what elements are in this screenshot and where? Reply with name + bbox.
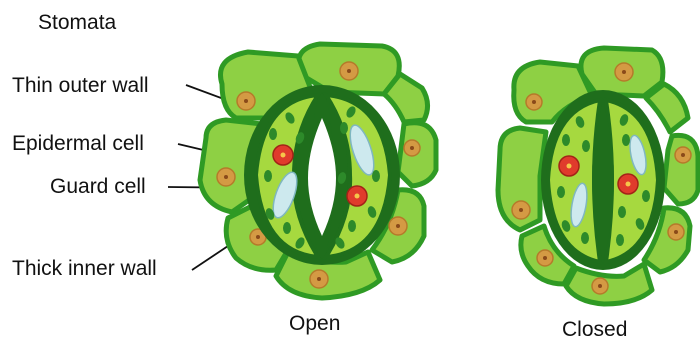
caption-open: Open	[289, 312, 340, 335]
label-thin-outer-wall: Thin outer wall	[12, 74, 149, 97]
epidermal-cell	[664, 135, 698, 204]
open-stoma	[200, 44, 436, 298]
label-epidermal-cell: Epidermal cell	[12, 132, 144, 155]
label-thick-inner-wall: Thick inner wall	[12, 257, 157, 280]
epidermal-cell	[646, 84, 688, 132]
closed-stoma	[498, 48, 698, 304]
caption-closed: Closed	[562, 318, 627, 339]
label-guard-cell: Guard cell	[50, 175, 146, 198]
diagram-title: Stomata	[38, 11, 117, 34]
epidermal-cell	[566, 264, 652, 304]
